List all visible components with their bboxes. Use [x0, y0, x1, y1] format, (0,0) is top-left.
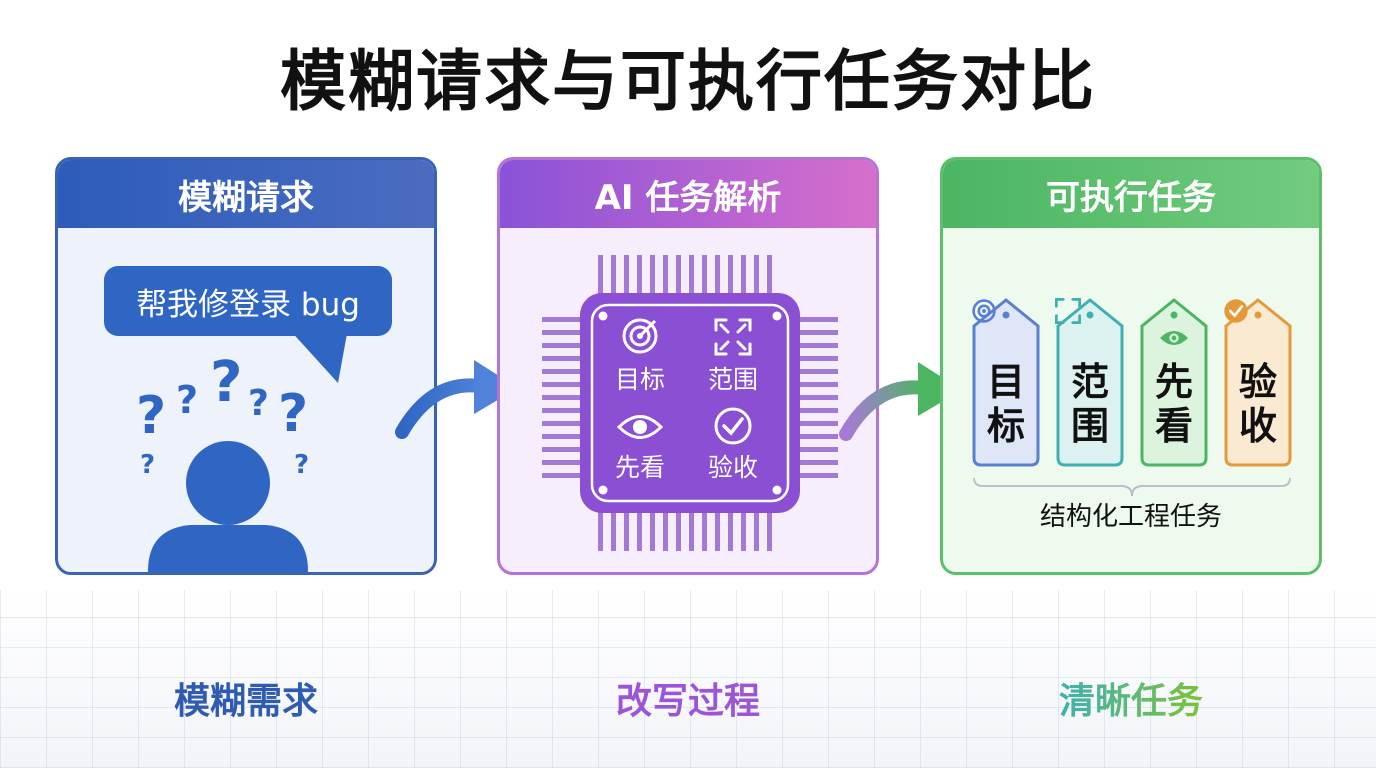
fuzzy-panel-body: 帮我修登录 bug ? ? ? ? ? ? ? — [58, 228, 434, 572]
caption-fuzzy: 模糊需求 — [173, 681, 318, 722]
task-panel-body: 目标 范围 先 — [943, 228, 1319, 572]
target-icon — [622, 318, 658, 354]
tag-acceptance-text: 验收 — [1238, 360, 1277, 448]
ai-item-scope: 范围 — [707, 365, 758, 394]
caption-task: 清晰任务 — [940, 672, 1322, 724]
grid-floor — [0, 590, 1376, 768]
expand-icon — [714, 318, 752, 356]
grouping-brace — [973, 477, 1291, 497]
eye-icon — [1160, 331, 1188, 345]
svg-text:?: ? — [136, 386, 166, 446]
tag-acceptance: 验收 — [1223, 298, 1293, 468]
svg-text:?: ? — [248, 383, 269, 424]
fuzzy-request-panel: 模糊请求 帮我修登录 bug ? ? ? ? ? ? ? — [55, 157, 437, 575]
structured-task-label: 结构化工程任务 — [1039, 502, 1222, 532]
check-circle-icon — [1224, 299, 1248, 323]
executable-task-panel: 可执行任务 目标 — [940, 157, 1322, 575]
ai-panel-header: AI 任务解析 — [500, 160, 876, 228]
bubble-text: 帮我修登录 bug — [136, 286, 360, 323]
tag-look-first: 先看 — [1139, 298, 1209, 468]
caption-ai: 改写过程 — [615, 681, 760, 722]
confused-person-icon: ? ? ? ? ? ? ? — [136, 350, 309, 572]
expand-icon — [1055, 298, 1081, 324]
chip-icon — [542, 255, 838, 551]
eye-icon — [617, 415, 663, 439]
fuzzy-panel-header: 模糊请求 — [58, 160, 434, 228]
svg-text:?: ? — [278, 384, 308, 444]
ai-item-goal: 目标 — [614, 365, 665, 394]
ai-item-acceptance: 验收 — [707, 453, 758, 482]
tag-goal: 目标 — [971, 298, 1041, 468]
speech-bubble: 帮我修登录 bug — [104, 266, 392, 336]
task-panel-header: 可执行任务 — [943, 160, 1319, 228]
tag-goal-text: 目标 — [986, 360, 1025, 448]
page-title: 模糊请求与可执行任务对比 — [280, 43, 1096, 120]
ai-item-look-first: 先看 — [614, 453, 665, 482]
tag-scope-text: 范围 — [1070, 360, 1109, 448]
curved-arrow-icon — [395, 360, 518, 439]
ai-panel-body: 目标 范围 先看 验收 — [500, 228, 876, 572]
ai-parsing-panel: AI 任务解析 — [497, 157, 879, 575]
svg-text:?: ? — [140, 450, 155, 480]
svg-text:?: ? — [176, 378, 198, 422]
caption-task-text: 清晰任务 — [1058, 681, 1203, 722]
tag-scope: 范围 — [1055, 298, 1125, 468]
tag-look-first-text: 先看 — [1154, 360, 1193, 448]
check-circle-icon — [714, 407, 752, 445]
speech-bubble-icon — [288, 328, 348, 383]
svg-text:?: ? — [294, 450, 309, 480]
svg-text:?: ? — [210, 350, 242, 415]
target-icon — [972, 299, 996, 323]
question-mark-icon: ? ? ? ? ? ? ? — [136, 350, 309, 480]
